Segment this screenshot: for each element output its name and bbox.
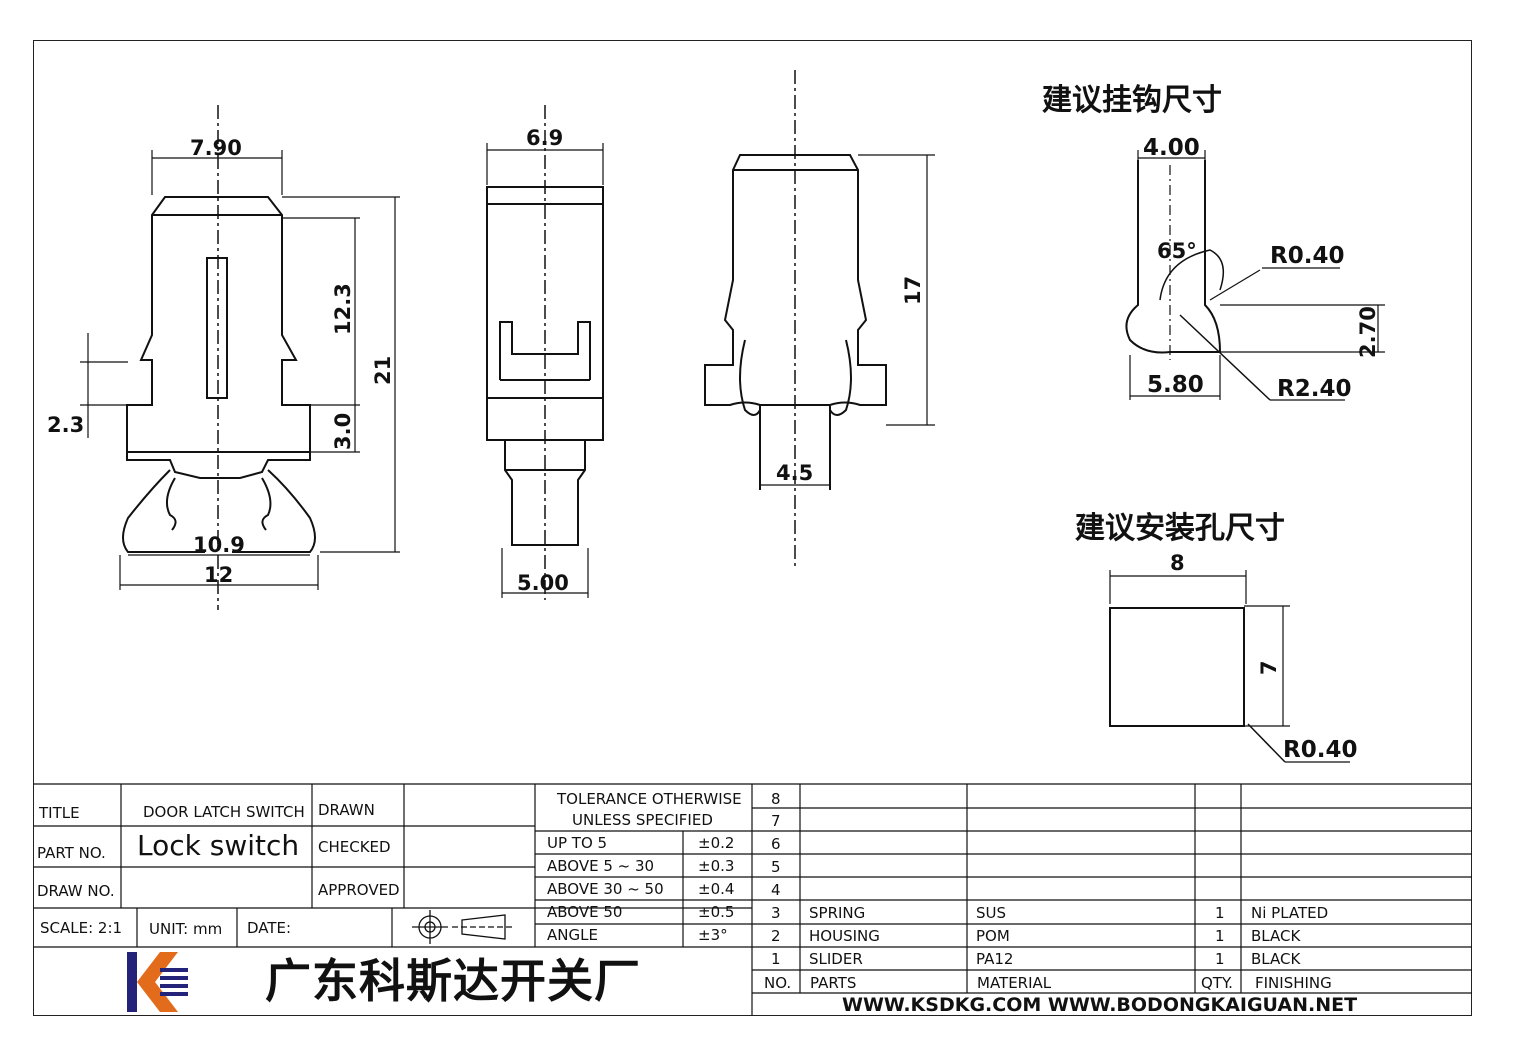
tolerance-value: ±0.5 [698,903,735,921]
bom-finishing: Ni PLATED [1251,904,1329,922]
dim-back-tail-width: 4.5 [776,461,813,485]
bom-row-number: 4 [771,881,781,899]
dim-hook-height: 2.70 [1356,306,1380,358]
dim-front-width: 7.90 [190,136,242,160]
dim-hole-width: 8 [1170,551,1185,575]
bom-finishing: BLACK [1251,950,1301,968]
bom-part-name: HOUSING [809,927,880,945]
dim-front-upper-height: 12.3 [331,283,355,335]
bom-row-number: 7 [771,812,781,830]
bom-row-number: 1 [771,950,781,968]
dim-hook-angle: 65° [1157,239,1197,263]
bom-header-material: MATERIAL [977,974,1052,992]
dim-front-inner-width: 10.9 [193,533,245,557]
title-block-lines [33,783,1472,1016]
title-label: TITLE [39,804,80,822]
dim-hook-length: 5.80 [1147,372,1204,398]
dim-front-lower-height: 3.0 [331,413,355,450]
bom-header-finishing: FINISHING [1255,974,1332,992]
bom-qty: 1 [1215,904,1225,922]
date-label: DATE: [247,919,292,937]
bom-part-name: SLIDER [809,950,863,968]
bom-row-number: 2 [771,927,781,945]
bom-qty: 1 [1215,927,1225,945]
bom-qty: 1 [1215,950,1225,968]
back-view [704,70,935,568]
hole-detail [1109,570,1350,763]
tolerance-range: UP TO 5 [547,834,608,852]
approved-label: APPROVED [318,881,400,899]
tolerance-range: ABOVE 50 [547,903,623,921]
bom-row-number: 3 [771,904,781,922]
dim-front-offset: 2.3 [47,413,84,437]
hook-detail [1125,150,1385,401]
tolerance-range: ABOVE 5 ~ 30 [547,857,655,875]
hole-detail-title: 建议安装孔尺寸 [1075,511,1285,546]
checked-label: CHECKED [318,838,391,856]
bom-header-parts: PARTS [810,974,857,992]
dim-hole-height: 7 [1257,660,1281,675]
tolerance-value: ±0.2 [698,834,735,852]
tolerance-range: ANGLE [547,926,598,944]
side-view [486,105,604,600]
bom-part-name: SPRING [809,904,866,922]
bom-row-number: 6 [771,835,781,853]
bom-material: SUS [976,904,1007,922]
dim-side-plunger-width: 5.00 [517,571,569,595]
dim-hook-width: 4.00 [1143,135,1200,161]
tolerance-header-2: UNLESS SPECIFIED [572,811,713,829]
company-logo-icon [127,952,188,1012]
title-value: DOOR LATCH SWITCH [143,803,305,821]
bom-header-no: NO. [764,974,792,992]
hook-detail-title: 建议挂钩尺寸 [1042,83,1222,118]
tolerance-value: ±0.4 [698,880,735,898]
unit-label: UNIT: mm [149,920,223,938]
tolerance-header-1: TOLERANCE OTHERWISE [557,790,742,808]
tolerance-range: ABOVE 30 ~ 50 [547,880,664,898]
part-no-label: PART NO. [37,844,106,862]
website-links[interactable]: WWW.KSDKG.COM WWW.BODONGKAIGUAN.NET [842,994,1358,1016]
drawn-label: DRAWN [318,801,375,819]
dim-hole-radius: R0.40 [1283,737,1357,763]
scale-label: SCALE: 2:1 [40,919,123,937]
dim-hook-radius-large: R2.40 [1277,376,1351,402]
bom-header-qty: QTY. [1201,974,1233,992]
bom-material: PA12 [976,950,1014,968]
projection-symbol-icon [412,910,515,944]
part-no-value: Lock switch [137,829,300,862]
dim-hook-radius-small: R0.40 [1270,243,1344,269]
bom-finishing: BLACK [1251,927,1301,945]
bom-row-number: 8 [771,790,781,808]
draw-no-label: DRAW NO. [37,882,115,900]
dim-front-total-height: 21 [371,356,395,385]
company-name: 广东科斯达开关厂 [265,954,641,1008]
bom-row-number: 5 [771,858,781,876]
dim-side-width: 6.9 [526,126,563,150]
dim-back-height: 17 [901,276,925,305]
front-view [80,105,400,610]
tolerance-value: ±0.3 [698,857,735,875]
dim-front-outer-width: 12 [204,563,233,587]
bom-material: POM [976,927,1010,945]
tolerance-value: ±3° [698,926,728,944]
